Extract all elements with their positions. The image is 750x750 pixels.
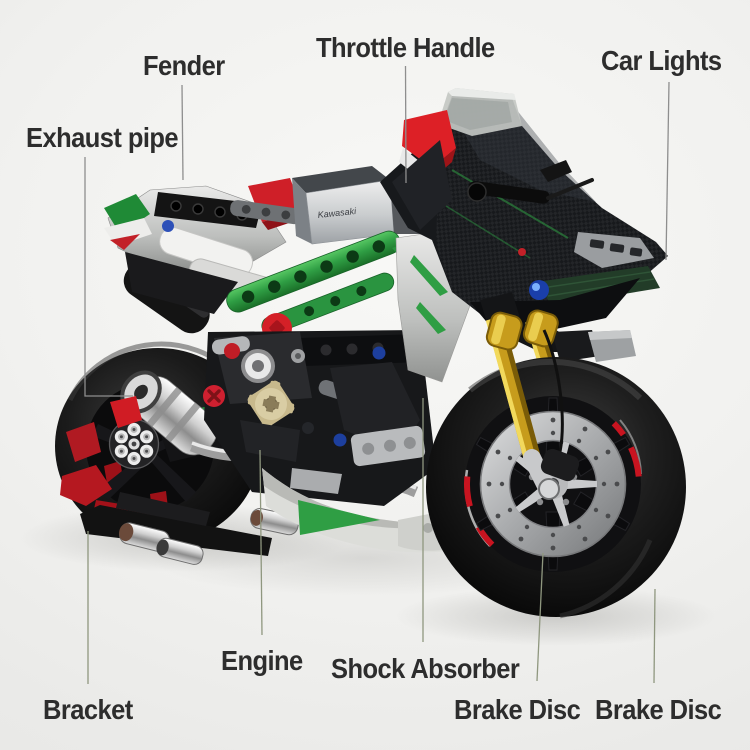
rotor-holes	[486, 417, 620, 551]
gear	[247, 380, 295, 428]
leader-fender	[181, 84, 184, 181]
rear-hub	[108, 418, 160, 470]
label-fender: Fender	[143, 50, 225, 81]
front-fork-rear-tube	[84, 65, 686, 684]
leader-car-lights	[665, 81, 670, 261]
label-car-lights: Car Lights	[601, 45, 722, 76]
label-shock-absorber: Shock Absorber	[331, 653, 520, 684]
tank-brand-text: Kawasaki	[317, 206, 357, 220]
label-bracket: Bracket	[43, 694, 133, 725]
tail-section	[104, 178, 302, 314]
leader-engine	[259, 449, 263, 636]
leader-brake-disc-inner	[536, 552, 544, 682]
front-fork-near-tube	[480, 292, 580, 500]
label-engine: Engine	[221, 645, 303, 676]
label-exhaust-pipe: Exhaust pipe	[26, 122, 179, 153]
leader-throttle-handle	[404, 65, 407, 184]
leader-exhaust-pipe	[84, 157, 133, 397]
engine-cluster	[203, 330, 436, 506]
label-throttle-handle: Throttle Handle	[316, 32, 495, 63]
label-brake-disc-outer: Brake Disc	[595, 694, 722, 725]
leader-brake-disc-outer	[653, 588, 656, 684]
front-fairing	[380, 88, 668, 332]
label-brake-disc-inner: Brake Disc	[454, 694, 581, 725]
rear-stand-bracket	[60, 422, 299, 565]
leader-lines	[84, 65, 670, 684]
